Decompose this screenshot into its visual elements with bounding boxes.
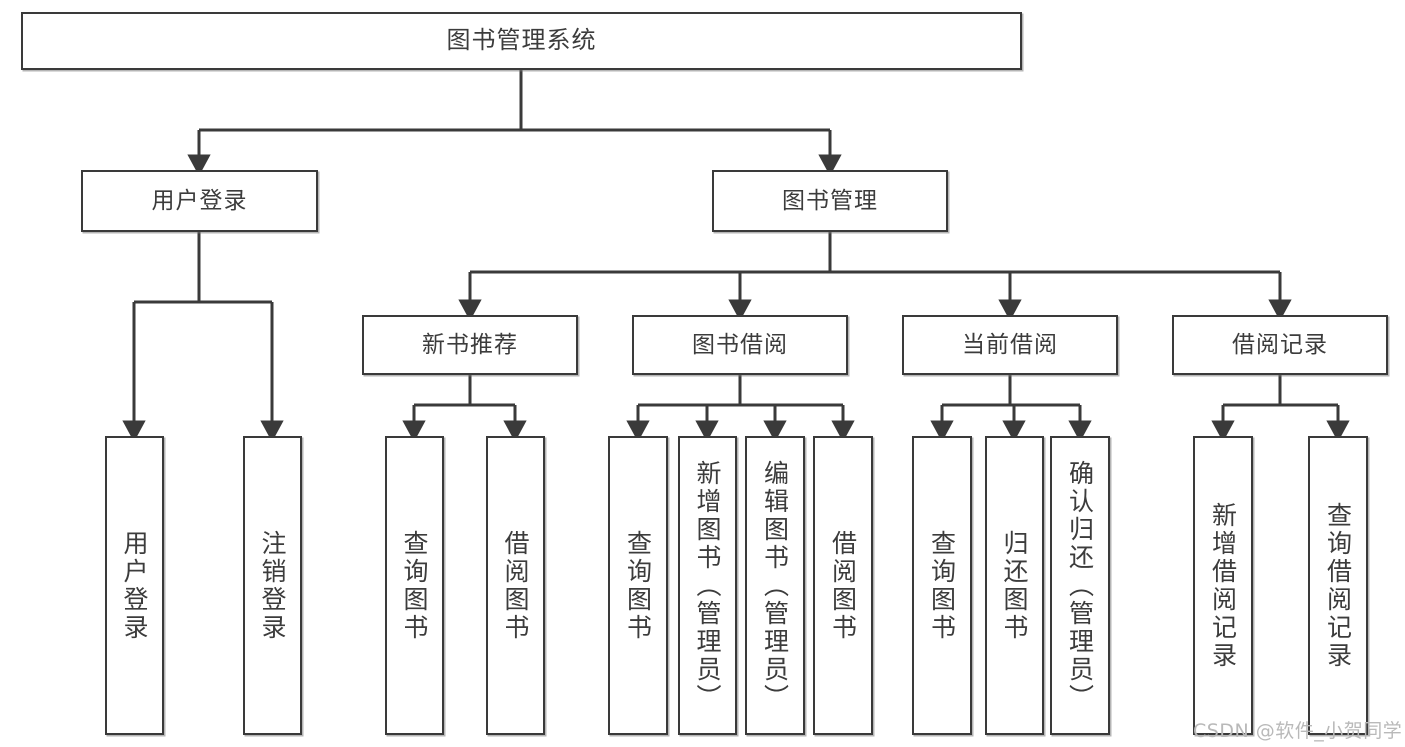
node-user-login[interactable]: 用户登录 — [81, 170, 318, 232]
node-current-borrow[interactable]: 当前借阅 — [902, 315, 1118, 375]
leaf-edit-book[interactable]: 编辑图书（管理员） — [745, 436, 805, 735]
leaf-return-book-label: 归还图书 — [1000, 529, 1029, 642]
node-borrow-record[interactable]: 借阅记录 — [1172, 315, 1388, 375]
node-book-borrow[interactable]: 图书借阅 — [632, 315, 848, 375]
node-book-manage-label: 图书管理 — [782, 187, 878, 214]
leaf-query-book-3-label: 查询图书 — [927, 529, 957, 642]
leaf-add-record[interactable]: 新增借阅记录 — [1193, 436, 1253, 735]
leaf-query-book-2[interactable]: 查询图书 — [608, 436, 668, 735]
leaf-add-book-label: 新增图书（管理员） — [693, 459, 722, 712]
leaf-query-book-1-label: 查询图书 — [400, 529, 429, 642]
leaf-user-logout[interactable]: 注销登录 — [243, 436, 302, 735]
leaf-borrow-book-2[interactable]: 借阅图书 — [813, 436, 873, 735]
leaf-borrow-book-1-label: 借阅图书 — [501, 529, 530, 642]
node-root[interactable]: 图书管理系统 — [21, 12, 1022, 70]
leaf-query-record-label: 查询借阅记录 — [1323, 501, 1353, 670]
leaf-borrow-book-1[interactable]: 借阅图书 — [486, 436, 545, 735]
leaf-confirm-return-label: 确认归还（管理员） — [1065, 459, 1095, 712]
node-user-login-label: 用户登录 — [151, 187, 248, 214]
leaf-query-book-1[interactable]: 查询图书 — [385, 436, 444, 735]
leaf-edit-book-label: 编辑图书（管理员） — [760, 459, 790, 712]
leaf-add-book[interactable]: 新增图书（管理员） — [678, 436, 737, 735]
leaf-query-book-3[interactable]: 查询图书 — [912, 436, 972, 735]
node-book-manage[interactable]: 图书管理 — [712, 170, 948, 232]
node-current-borrow-label: 当前借阅 — [962, 331, 1058, 358]
leaf-query-book-2-label: 查询图书 — [623, 529, 653, 642]
node-borrow-record-label: 借阅记录 — [1232, 331, 1328, 358]
leaf-user-logout-label: 注销登录 — [258, 529, 287, 642]
leaf-user-login[interactable]: 用户登录 — [105, 436, 164, 735]
node-root-label: 图书管理系统 — [446, 26, 597, 55]
watermark-text: CSDN @软件_小贺同学 — [1193, 720, 1403, 742]
node-new-book-rec[interactable]: 新书推荐 — [362, 315, 578, 375]
leaf-confirm-return[interactable]: 确认归还（管理员） — [1050, 436, 1110, 735]
leaf-borrow-book-2-label: 借阅图书 — [828, 529, 858, 642]
leaf-query-record[interactable]: 查询借阅记录 — [1308, 436, 1368, 735]
leaf-user-login-label: 用户登录 — [120, 529, 149, 642]
leaf-return-book[interactable]: 归还图书 — [985, 436, 1044, 735]
node-new-book-rec-label: 新书推荐 — [422, 331, 518, 358]
leaf-add-record-label: 新增借阅记录 — [1208, 501, 1238, 670]
node-book-borrow-label: 图书借阅 — [692, 331, 788, 358]
